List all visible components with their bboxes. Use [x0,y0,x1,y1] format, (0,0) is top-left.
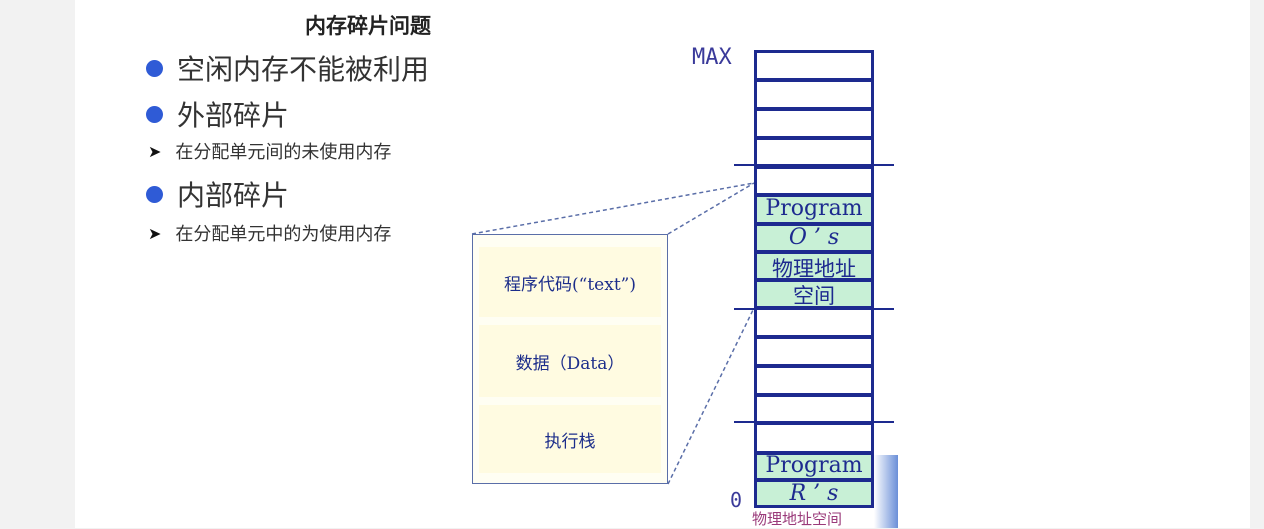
arrow-bullet-icon: ➤ [148,223,162,243]
physical-memory-column [754,50,874,508]
program-o-space-label: 空间 [793,284,835,308]
memory-cell [754,79,874,110]
program-r-owner: R ’ s [789,481,839,506]
segment-text: 程序代码(“text”) [479,247,661,317]
physical-space-caption: 物理地址空间 [752,510,843,528]
bullet-internal-fragment: 内部碎片 [146,174,289,214]
bullet-dot-icon [146,185,163,203]
slide-title: 内存碎片问题 [305,13,431,38]
boundary-tick [734,308,894,310]
zero-label: 0 [730,488,743,512]
segment-stack: 执行栈 [479,405,661,473]
boundary-tick [734,164,894,166]
bullet-label: 内部碎片 [177,179,290,212]
sub-bullet-external: ➤ 在分配单元间的未使用内存 [148,138,391,164]
process-address-space: 程序代码(“text”) 数据（Data） 执行栈 [472,234,668,484]
segment-data: 数据（Data） [479,325,661,397]
memory-cell [754,108,874,139]
memory-cell-program-o [754,251,874,281]
bullet-dot-icon [146,59,163,77]
memory-cell [754,307,874,338]
program-r-label: Program [765,453,863,478]
memory-cell [754,422,874,454]
bullet-label: 外部碎片 [177,99,290,132]
bullet-external-fragment: 外部碎片 [146,94,289,134]
program-o-label: Program [765,196,863,221]
memory-cell-program-r [754,479,874,508]
boundary-tick [734,421,894,423]
arrow-bullet-icon: ➤ [148,141,162,161]
bullet-label: 空闲内存不能被利用 [177,53,430,86]
sub-bullet-label: 在分配单元间的未使用内存 [175,142,392,163]
bullet-dot-icon [146,105,163,123]
memory-cell [754,166,874,196]
program-o-physical-label: 物理地址 [772,257,856,281]
program-o-owner: O ’ s [788,225,840,250]
dashed-connector-bottom [667,307,755,485]
sub-bullet-internal: ➤ 在分配单元中的为使用内存 [148,220,391,246]
memory-cell [754,365,874,396]
memory-cell [754,394,874,424]
sub-bullet-label: 在分配单元中的为使用内存 [175,224,392,245]
memory-cell [754,50,874,81]
max-label: MAX [692,45,732,70]
dashed-connector-top-left [471,182,755,235]
bullet-free-memory: 空闲内存不能被利用 [146,48,429,88]
memory-cell [754,336,874,367]
dashed-connector-top-right [667,182,755,235]
slide-edge-decoration [874,455,898,528]
